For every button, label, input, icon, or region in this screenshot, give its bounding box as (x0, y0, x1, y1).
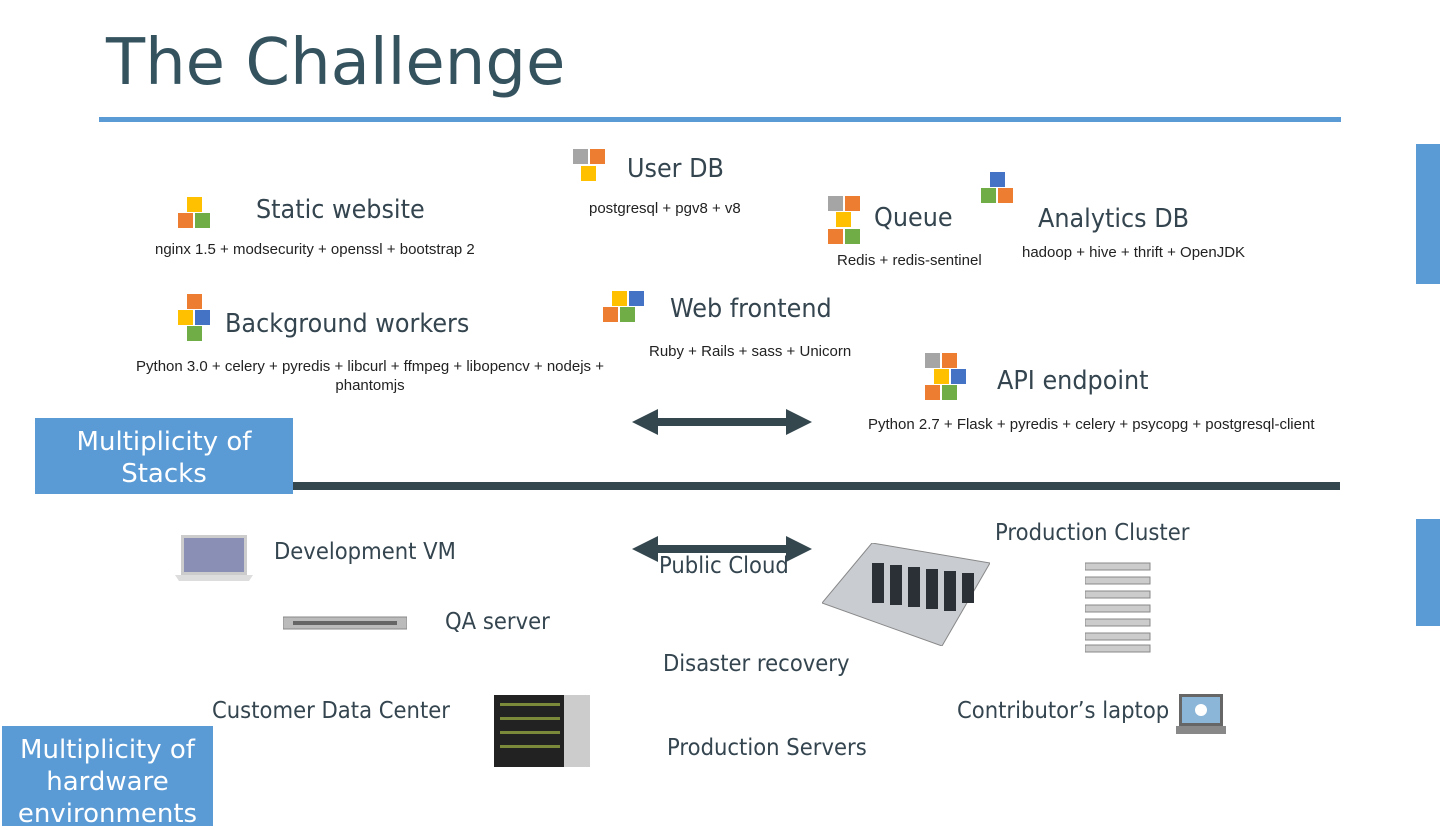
stack-name: Web frontend (670, 294, 832, 324)
block-square (187, 197, 202, 212)
double-arrow-icon (632, 409, 812, 435)
blade-server-icon (494, 695, 590, 767)
hardware-name: Development VM (274, 539, 456, 565)
stack-components: Ruby + Rails + sass + Unicorn (649, 343, 852, 360)
block-square (620, 307, 635, 322)
hardware-name: Disaster recovery (663, 651, 850, 677)
block-square (845, 229, 860, 244)
hardware-name: Contributor’s laptop (957, 698, 1170, 724)
block-square (845, 196, 860, 211)
block-square (934, 369, 949, 384)
block-square (612, 291, 627, 306)
stack-components: nginx 1.5 + modsecurity + openssl + boot… (155, 241, 475, 258)
multiplicity-of-stacks-label: Multiplicity of Stacks (35, 418, 293, 494)
section-divider (293, 482, 1340, 490)
block-square (178, 310, 193, 325)
stack-name: Queue (874, 203, 953, 233)
block-square (925, 385, 940, 400)
block-square (195, 310, 210, 325)
stack-components: Redis + redis-sentinel (837, 252, 982, 269)
block-square (590, 149, 605, 164)
hardware-name: Public Cloud (659, 553, 789, 579)
block-square (951, 369, 966, 384)
laptop-icon (175, 535, 253, 581)
block-square (981, 188, 996, 203)
block-square (581, 166, 596, 181)
block-square (942, 353, 957, 368)
side-accent-bar (1416, 144, 1440, 284)
stack-name: Background workers (225, 309, 470, 339)
block-square (836, 212, 851, 227)
block-square (195, 213, 210, 228)
block-square (629, 291, 644, 306)
block-square (925, 353, 940, 368)
block-square (603, 307, 618, 322)
stack-name: API endpoint (997, 366, 1149, 396)
block-square (998, 188, 1013, 203)
hardware-name: QA server (445, 609, 550, 635)
stack-components: Python 3.0 + celery + pyredis + libcurl … (136, 358, 604, 394)
laptop-icon (1176, 694, 1226, 734)
block-square (828, 196, 843, 211)
rack-server-icon (283, 616, 407, 630)
side-accent-bar (1416, 519, 1440, 626)
block-square (828, 229, 843, 244)
slide-title: The Challenge (106, 26, 566, 100)
stack-name: User DB (627, 154, 724, 184)
stack-components: Python 2.7 + Flask + pyredis + celery + … (868, 416, 1315, 433)
double-arrow-icon (632, 536, 812, 562)
block-square (187, 326, 202, 341)
multiplicity-of-hardware-label: Multiplicity of hardware environments (2, 726, 213, 829)
block-square (178, 213, 193, 228)
hardware-name: Production Servers (667, 735, 867, 761)
server-stack-icon (1085, 562, 1151, 653)
hardware-name: Production Cluster (995, 520, 1190, 546)
block-square (942, 385, 957, 400)
title-underline (99, 117, 1341, 122)
stack-components: hadoop + hive + thrift + OpenJDK (1022, 244, 1246, 261)
data-center-icon (822, 543, 990, 646)
stack-components: postgresql + pgv8 + v8 (589, 200, 741, 217)
block-square (990, 172, 1005, 187)
stack-name: Static website (256, 195, 425, 225)
block-square (187, 294, 202, 309)
stack-name: Analytics DB (1038, 204, 1190, 234)
block-square (573, 149, 588, 164)
hardware-name: Customer Data Center (212, 698, 450, 724)
